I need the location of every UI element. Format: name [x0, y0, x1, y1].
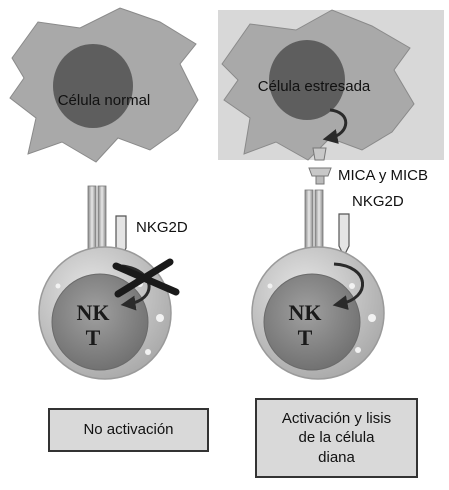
cross-mark-icon — [112, 258, 180, 298]
nk-label-left-line2: T — [86, 325, 101, 350]
nk-label-left-line1: NK — [77, 300, 110, 325]
outcome-right-line3: diana — [318, 448, 355, 466]
nk-label-right-line2: T — [298, 325, 313, 350]
normal-target-cell: Célula normal — [9, 7, 199, 163]
nk-label-right-line1: NK — [289, 300, 322, 325]
outcome-left-text: No activación — [83, 421, 174, 439]
receptor-label-left: NKG2D — [136, 219, 188, 236]
nk-t-cell-right: NKG2D NK T — [251, 189, 404, 380]
outcome-no-activation: No activación — [48, 408, 209, 452]
mica-micb-ligand: MICA y MICB — [308, 147, 428, 185]
stressed-target-cell: Célula estresada — [218, 9, 444, 161]
receptor-label-right: NKG2D — [352, 193, 404, 210]
stressed-cell-nucleus — [269, 40, 345, 120]
nkg2d-receptor-right — [338, 213, 350, 258]
ligand-label: MICA y MICB — [338, 167, 428, 184]
normal-cell-nucleus — [53, 44, 133, 128]
stressed-cell-label: Célula estresada — [258, 78, 371, 95]
outcome-activation-lysis: Activación y lisis de la célula diana — [255, 398, 418, 478]
normal-cell-label: Célula normal — [58, 92, 151, 109]
nk-t-cell-left: NKG2D NK T — [38, 185, 188, 380]
outcome-right-line1: Activación y lisis — [281, 409, 392, 427]
outcome-right-line2: de la célula — [298, 429, 375, 447]
blocked-signal-arrow-icon — [120, 264, 151, 311]
activation-signal-arrow-icon — [332, 262, 365, 310]
curved-arrow-icon — [322, 108, 348, 144]
